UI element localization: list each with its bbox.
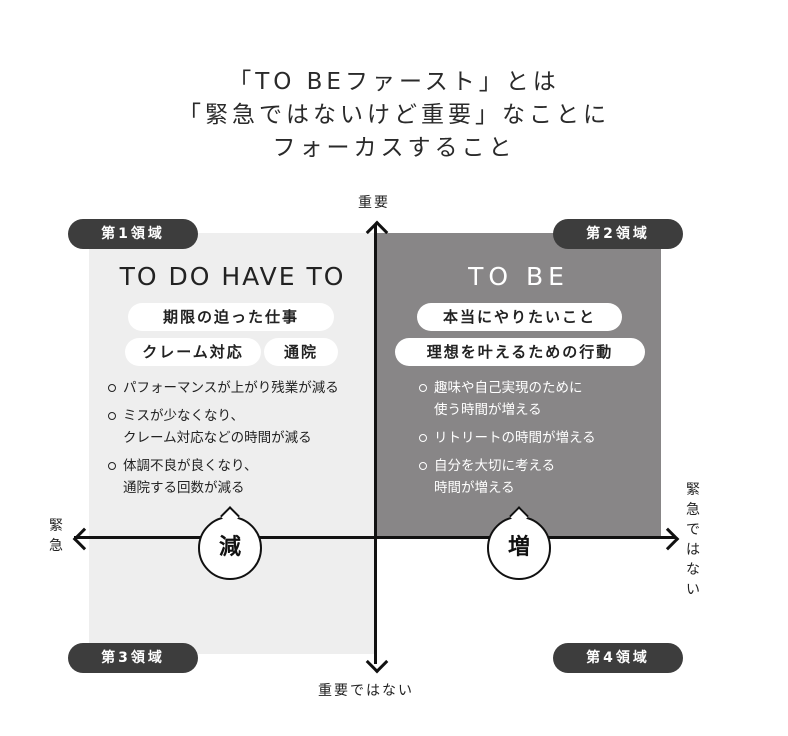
list-item-line: 体調不良が良くなり、: [123, 458, 258, 474]
axis-label-not-urgent: 緊急ではない: [686, 482, 700, 598]
region-label-3: 第3領域: [68, 643, 198, 673]
horizontal-axis: [74, 536, 676, 539]
title-line-1: 「TO BEファースト」とは: [228, 69, 560, 95]
arrow-down-icon: [365, 650, 389, 674]
pill-complaint-handling: クレーム対応: [125, 338, 261, 366]
axis-label-not-important: 重要ではない: [318, 683, 414, 699]
right-quadrant-title: TO BE: [468, 262, 569, 291]
list-item-line: クレーム対応などの時間が減る: [123, 430, 312, 446]
list-item: ミスが少なくなり、 クレーム対応などの時間が減る: [107, 405, 369, 449]
list-item: パフォーマンスが上がり残業が減る: [107, 377, 369, 399]
pill-ideal-action: 理想を叶えるための行動: [395, 338, 645, 366]
list-item-line: パフォーマンスが上がり残業が減る: [123, 380, 339, 396]
increase-badge: 増: [487, 516, 551, 580]
page-title: 「TO BEファースト」とは 「緊急ではないけど重要」なことに フォーカスするこ…: [0, 66, 788, 165]
region-label-2: 第2領域: [553, 219, 683, 249]
list-item: 自分を大切に考える 時間が増える: [418, 455, 653, 499]
title-line-2: 「緊急ではないけど重要」なことに: [178, 102, 610, 128]
list-item-line: 自分を大切に考える: [434, 458, 556, 474]
vertical-axis: [374, 224, 377, 664]
list-item-line: リトリートの時間が増える: [434, 430, 596, 446]
list-item-line: ミスが少なくなり、: [123, 408, 244, 424]
increase-badge-label: 増: [507, 535, 530, 560]
decrease-badge-label: 減: [218, 535, 241, 560]
region-label-1: 第1領域: [68, 219, 198, 249]
list-item-line: 時間が増える: [434, 480, 515, 496]
region-label-4: 第4領域: [553, 643, 683, 673]
list-item: 趣味や自己実現のために 使う時間が増える: [418, 377, 653, 421]
axis-label-urgent: 緊急: [49, 518, 63, 554]
left-bullet-list: パフォーマンスが上がり残業が減る ミスが少なくなり、 クレーム対応などの時間が減…: [107, 377, 369, 505]
list-item-line: 使う時間が増える: [434, 402, 542, 418]
right-bullet-list: 趣味や自己実現のために 使う時間が増える リトリートの時間が増える 自分を大切に…: [418, 377, 653, 505]
decrease-badge: 減: [198, 516, 262, 580]
list-item-line: 趣味や自己実現のために: [434, 380, 583, 396]
pill-hospital-visit: 通院: [264, 338, 338, 366]
pill-what-you-want: 本当にやりたいこと: [417, 303, 622, 331]
axis-label-important: 重要: [358, 195, 390, 211]
title-line-3: フォーカスすること: [272, 135, 516, 161]
left-quadrant-title: TO DO HAVE TO: [119, 262, 346, 291]
list-item: 体調不良が良くなり、 通院する回数が減る: [107, 455, 369, 499]
list-item-line: 通院する回数が減る: [123, 480, 245, 496]
list-item: リトリートの時間が増える: [418, 427, 653, 449]
pill-deadline-work: 期限の迫った仕事: [128, 303, 334, 331]
